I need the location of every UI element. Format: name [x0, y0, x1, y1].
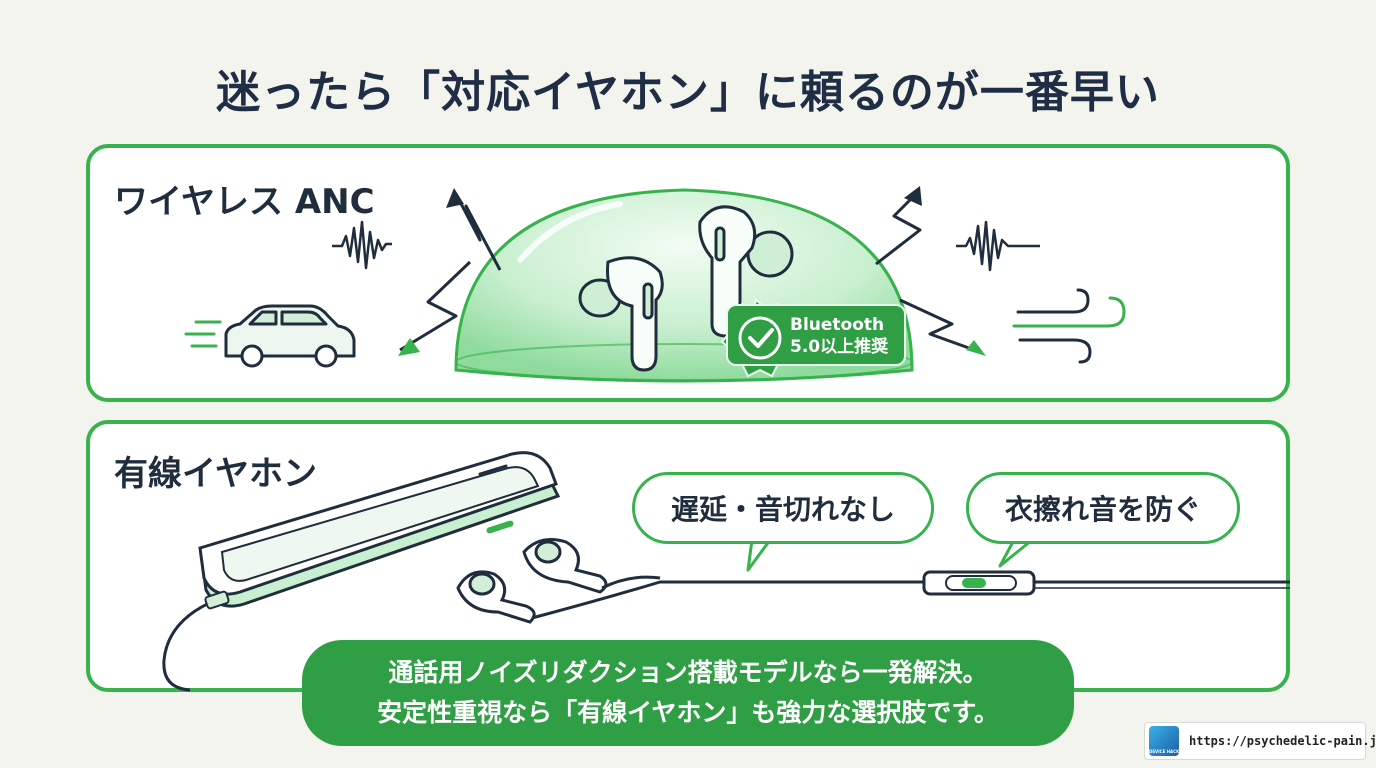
site-url-link[interactable]: https://psychedelic-pain.jp/ [1189, 734, 1376, 748]
wired-earphones-label: 有線イヤホン [114, 454, 317, 494]
wind-icon [1012, 288, 1126, 364]
sound-wave-icon [956, 220, 1040, 272]
wired-earphones-icon [456, 538, 608, 624]
callout-line-1: 通話用ノイズリダクション搭載モデルなら一発解決。 [388, 658, 988, 687]
smartphone-icon [198, 451, 561, 608]
callout-line-2: 安定性重視なら「有線イヤホン」も強力な選択肢です。 [377, 698, 999, 727]
check-icon [748, 328, 774, 348]
earbud-icon [578, 256, 664, 372]
inline-remote-icon [922, 570, 1036, 596]
wireless-anc-label: ワイヤレス ANC [114, 182, 375, 222]
car-icon [184, 304, 356, 368]
bluetooth-badge-text: Bluetooth 5.0以上推奨 [790, 314, 888, 358]
site-footer-badge[interactable]: DEVICE HACK https://psychedelic-pain.jp/ [1144, 722, 1376, 760]
sound-wave-icon [332, 220, 392, 270]
latency-bubble-text: 遅延・音切れなし [670, 493, 895, 526]
earphone-cable [162, 598, 217, 692]
summary-callout: 通話用ノイズリダクション搭載モデルなら一発解決。 安定性重視なら「有線イヤホン」… [302, 640, 1074, 746]
site-logo-icon: DEVICE HACK [1149, 726, 1179, 756]
site-logo-text: DEVICE HACK [1149, 749, 1180, 754]
noise-arrow-icon [875, 192, 981, 354]
friction-bubble-text: 衣擦れ音を防ぐ [1004, 493, 1201, 526]
noise-arrow-icon [399, 193, 502, 352]
badge-line-2: 5.0以上推奨 [790, 337, 889, 357]
badge-line-1: Bluetooth [790, 315, 885, 335]
friction-noise-bubble: 衣擦れ音を防ぐ [966, 472, 1240, 544]
latency-bubble: 遅延・音切れなし [632, 472, 934, 544]
page-title: 迷ったら「対応イヤホン」に頼るのが一番早い [216, 67, 1160, 118]
